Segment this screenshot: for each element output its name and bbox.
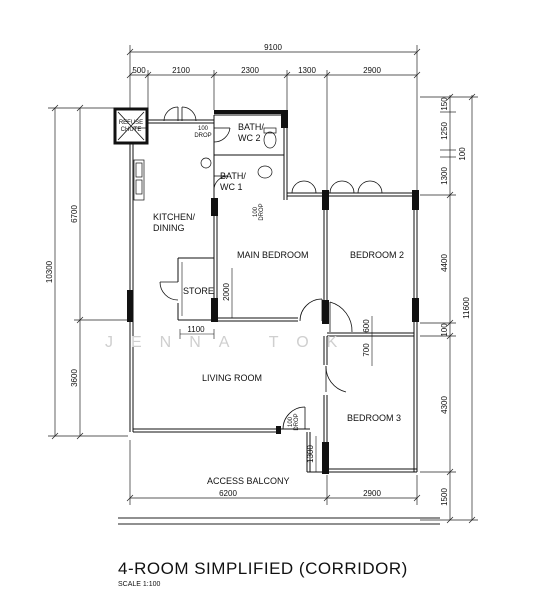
top-dimension-lines [126, 45, 421, 195]
room-label-bath2-1: BATH/ [238, 122, 264, 132]
plan-title: 4-ROOM SIMPLIFIED (CORRIDOR) [118, 559, 408, 578]
room-label-main-bedroom: MAIN BEDROOM [237, 250, 309, 260]
room-label-store: STORE [183, 286, 214, 296]
bathroom-fixtures [200, 127, 277, 179]
room-label-living-room: LIVING ROOM [202, 373, 262, 383]
drop-label-kitchen-num: 100 [198, 126, 209, 132]
drop-label-entrance: DROP [294, 413, 300, 430]
dim-top-total: 9100 [264, 43, 282, 52]
dim-inner-1300: 1300 [306, 445, 315, 463]
room-label-bath1-2: WC 1 [220, 182, 243, 192]
drop-label-bath: DROP [259, 203, 265, 220]
refuse-chute-label-1: REFUSE [119, 120, 143, 126]
structural-columns [127, 110, 419, 474]
dim-inner-2000: 2000 [222, 283, 231, 301]
dim-top-2900: 2900 [363, 66, 381, 75]
room-label-bedroom2: BEDROOM 2 [350, 250, 404, 260]
dim-right-1250: 1250 [440, 122, 449, 140]
room-label-access-balcony: ACCESS BALCONY [207, 476, 290, 486]
dim-inner-700: 700 [362, 343, 371, 357]
room-label-bath2-2: WC 2 [238, 133, 261, 143]
dim-right-1300: 1300 [440, 167, 449, 185]
dim-right-150: 150 [440, 97, 449, 111]
dim-inner-1100: 1100 [187, 325, 205, 334]
dim-left-3600: 3600 [70, 369, 79, 387]
dim-top-2100: 2100 [172, 66, 190, 75]
drop-label-bath-num: 100 [253, 206, 259, 217]
dim-left-10300: 10300 [45, 260, 54, 283]
dim-right-1500: 1500 [440, 488, 449, 506]
dim-inner-600: 600 [362, 319, 371, 333]
kitchen-counter [133, 127, 147, 201]
dim-right-4300: 4300 [440, 396, 449, 414]
right-dimension-lines [420, 93, 478, 524]
refuse-chute-label-2: CHUTE [121, 127, 142, 133]
dim-left-6700: 6700 [70, 205, 79, 223]
watermark: JENNA TOK [105, 334, 355, 351]
room-label-bath1-1: BATH/ [220, 171, 246, 181]
drop-label-kitchen: DROP [194, 133, 211, 139]
dim-right-100b: 100 [440, 323, 449, 337]
inner-dimension-lines [179, 268, 373, 472]
room-label-bedroom3: BEDROOM 3 [347, 413, 401, 423]
refuse-chute [113, 107, 149, 145]
dim-right-100a: 100 [458, 147, 467, 161]
left-dimension-lines [48, 104, 128, 440]
dim-right-11600: 11600 [462, 297, 471, 319]
doors [159, 106, 383, 430]
room-label-kitchen-2: DINING [153, 223, 185, 233]
plan-scale: SCALE 1:100 [118, 581, 161, 588]
room-label-kitchen-1: KITCHEN/ [153, 212, 196, 222]
bottom-dimension-lines [126, 440, 421, 505]
dim-top-1300: 1300 [298, 66, 316, 75]
dim-bottom-2900: 2900 [363, 489, 381, 498]
dim-bottom-6200: 6200 [219, 489, 237, 498]
drop-label-entrance-num: 100 [288, 416, 294, 427]
dim-top-2300: 2300 [241, 66, 259, 75]
dim-right-4400: 4400 [440, 254, 449, 272]
dim-top-500: 500 [132, 66, 146, 75]
